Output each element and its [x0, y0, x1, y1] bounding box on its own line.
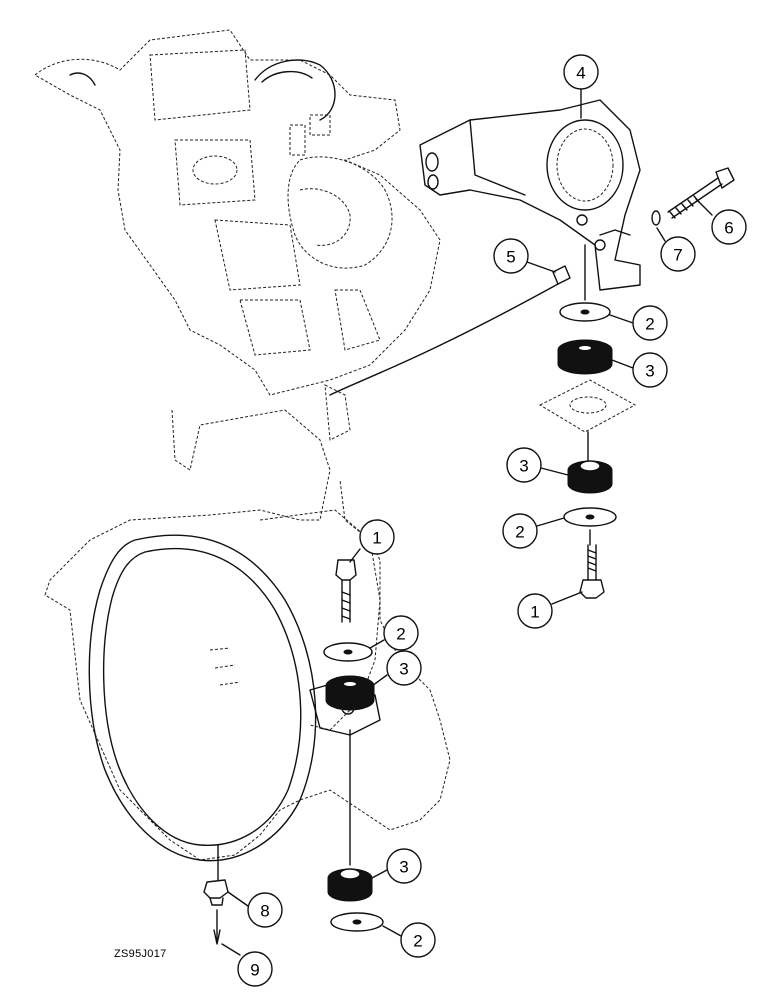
svg-text:3: 3 — [399, 858, 408, 877]
figure-code-label: ZS95J017 — [114, 948, 167, 960]
callout-8: 8 — [227, 891, 283, 928]
engine-illustration — [34, 29, 441, 441]
svg-text:3: 3 — [519, 457, 528, 476]
svg-text:9: 9 — [250, 961, 259, 980]
bolt-part-1-left — [335, 559, 357, 623]
svg-text:3: 3 — [399, 660, 408, 679]
svg-text:3: 3 — [645, 362, 654, 381]
svg-text:2: 2 — [645, 315, 654, 334]
svg-text:1: 1 — [530, 603, 539, 622]
svg-text:1: 1 — [372, 529, 381, 548]
callout-1a: 1 — [349, 519, 395, 563]
callouts: 4 6 7 5 2 3 3 — [221, 54, 747, 987]
upper-mount-stack — [538, 244, 637, 546]
pin-part-9 — [213, 909, 221, 945]
bolt-part-6 — [667, 167, 735, 219]
svg-text:2: 2 — [515, 523, 524, 542]
callout-5: 5 — [493, 238, 556, 274]
svg-text:8: 8 — [260, 902, 269, 921]
svg-text:6: 6 — [724, 219, 733, 238]
spacer-part-5 — [329, 265, 571, 396]
callout-7: 7 — [656, 227, 696, 272]
drain-plug-part-8 — [203, 844, 229, 906]
callout-2b: 2 — [502, 513, 565, 549]
callout-2d: 2 — [382, 922, 436, 958]
svg-text:2: 2 — [413, 932, 422, 951]
callout-2a: 2 — [609, 305, 668, 341]
svg-text:7: 7 — [673, 246, 682, 265]
callout-4: 4 — [563, 54, 599, 119]
callout-3d: 3 — [371, 848, 422, 884]
svg-text:5: 5 — [506, 248, 515, 267]
washer-part-7 — [651, 210, 661, 226]
callout-6: 6 — [695, 198, 747, 245]
mounting-bracket-part-4 — [419, 99, 641, 291]
lower-mount-stack-bottom — [327, 729, 384, 932]
callout-3c: 3 — [371, 650, 422, 687]
bolt-part-1-right — [579, 544, 605, 599]
callout-3a: 3 — [611, 352, 668, 388]
callout-1b: 1 — [517, 591, 583, 629]
callout-9: 9 — [221, 943, 273, 987]
svg-text:2: 2 — [396, 625, 405, 644]
callout-2c: 2 — [369, 615, 419, 651]
svg-text:4: 4 — [576, 64, 585, 83]
callout-3b: 3 — [506, 447, 569, 483]
lower-mount-stack-top — [323, 642, 375, 711]
